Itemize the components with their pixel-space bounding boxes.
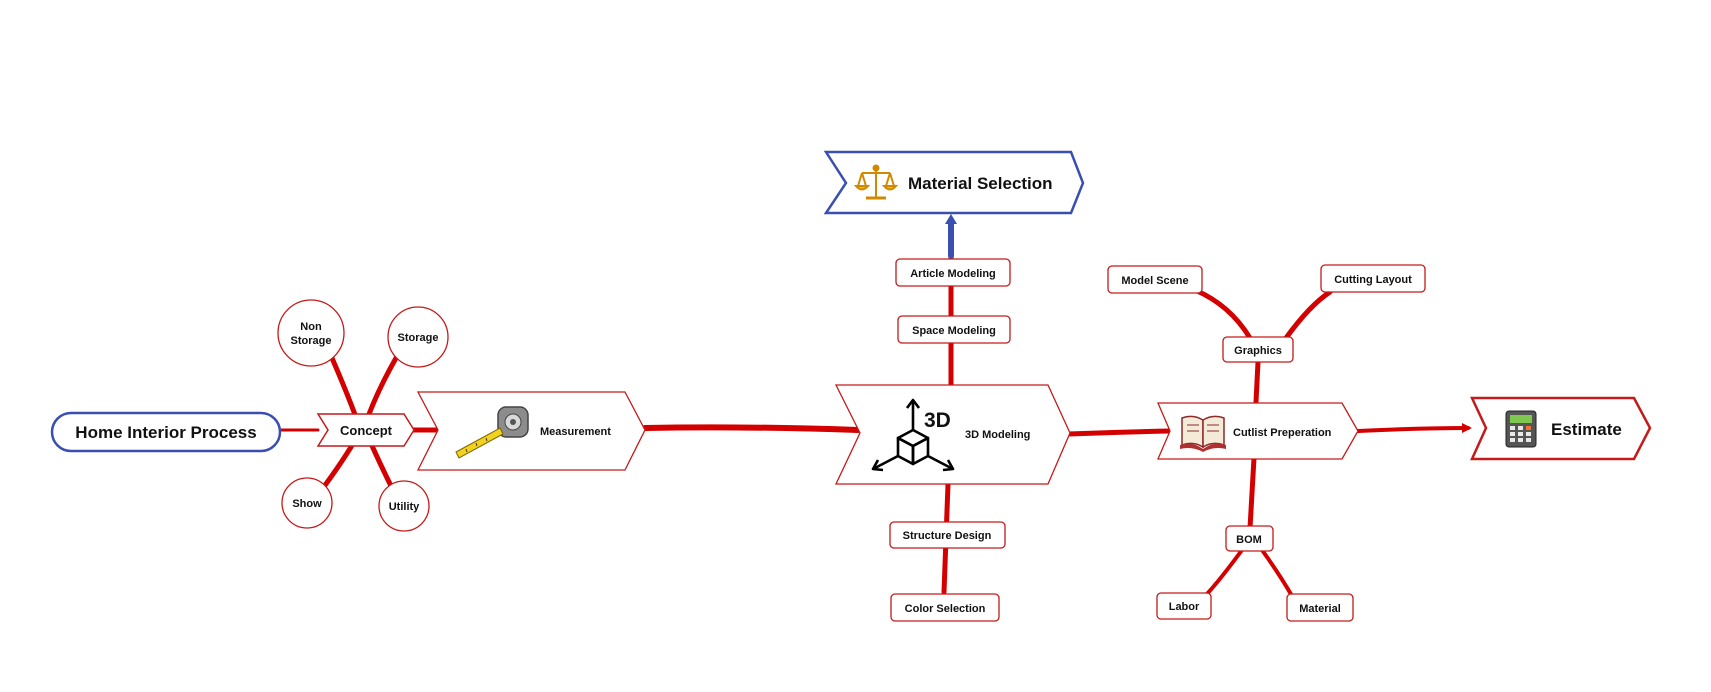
modeling-lower-structure[interactable]: Structure Design (889, 521, 1006, 549)
graphics-node[interactable]: Graphics (1222, 336, 1294, 363)
connector-cutlist-estimate (1356, 426, 1470, 433)
concept-child-utility[interactable]: Utility (378, 480, 430, 532)
cutting-layout-label: Cutting Layout (1334, 274, 1412, 286)
connector-bom-material (1260, 548, 1294, 598)
estimate-node[interactable]: Estimate (1470, 396, 1652, 461)
root-node[interactable]: Home Interior Process (50, 411, 282, 453)
article-modeling-label: Article Modeling (910, 268, 996, 280)
modeling-label: 3D Modeling (965, 429, 1030, 441)
cutlist-node[interactable]: Cutlist Preperation (1157, 402, 1359, 460)
arrowhead-estimate (1462, 423, 1472, 433)
modeling-node[interactable]: 3D 3D Modeling (834, 384, 1071, 485)
bom-label: BOM (1236, 534, 1262, 546)
modeling-lower-color[interactable]: Color Selection (890, 593, 1000, 622)
material-selection-node[interactable]: Material Selection (823, 150, 1085, 215)
measuring-tape-icon (455, 406, 529, 459)
color-selection-label: Color Selection (905, 603, 986, 615)
arrowhead-material-selection (945, 214, 957, 224)
3d-icon-text: 3D (924, 409, 951, 432)
connector-measurement-modeling (642, 424, 861, 433)
show-label: Show (292, 498, 322, 510)
non-storage-label-line2: Storage (291, 335, 332, 347)
labor-label: Labor (1169, 601, 1200, 613)
connector-bom-labor (1204, 548, 1244, 597)
graphics-child-model-scene[interactable]: Model Scene (1107, 265, 1203, 294)
calculator-icon (1505, 410, 1537, 448)
estimate-label: Estimate (1551, 420, 1622, 439)
concept-child-show[interactable]: Show (281, 477, 333, 529)
modeling-upper-article[interactable]: Article Modeling (895, 258, 1011, 287)
balance-scale-icon (853, 164, 899, 200)
bom-node[interactable]: BOM (1225, 525, 1274, 552)
model-scene-label: Model Scene (1121, 275, 1188, 287)
graphics-label: Graphics (1234, 345, 1282, 357)
connector-modeling-cutlist (1065, 428, 1173, 437)
measurement-label: Measurement (540, 426, 611, 438)
structure-design-label: Structure Design (903, 530, 992, 542)
concept-child-storage[interactable]: Storage (387, 306, 449, 368)
space-modeling-label: Space Modeling (912, 325, 996, 337)
connector-graphics-model-scene (1192, 287, 1253, 341)
storage-label: Storage (398, 332, 439, 344)
bom-child-material[interactable]: Material (1286, 593, 1354, 622)
connectors (278, 214, 1472, 598)
bom-child-labor[interactable]: Labor (1156, 592, 1212, 620)
concept-node[interactable]: Concept (316, 413, 415, 447)
connector-graphics-cutting-layout (1283, 289, 1333, 341)
graphics-child-cutting-layout[interactable]: Cutting Layout (1320, 264, 1426, 293)
material-selection-label: Material Selection (908, 174, 1053, 193)
utility-label: Utility (389, 501, 420, 513)
concept-label: Concept (340, 423, 393, 438)
open-book-icon (1180, 415, 1226, 452)
connector-cutlist-bom (1247, 455, 1257, 531)
concept-child-non-storage[interactable]: Non Storage (277, 299, 345, 367)
material-label: Material (1299, 603, 1341, 615)
cutlist-label: Cutlist Preperation (1233, 427, 1332, 439)
connector-cutlist-graphics (1253, 359, 1261, 405)
modeling-upper-space[interactable]: Space Modeling (897, 315, 1011, 344)
root-label: Home Interior Process (75, 423, 256, 442)
measurement-node[interactable]: Measurement (416, 391, 646, 471)
3d-cube-icon (871, 398, 955, 472)
non-storage-label-line1: Non (300, 321, 322, 333)
